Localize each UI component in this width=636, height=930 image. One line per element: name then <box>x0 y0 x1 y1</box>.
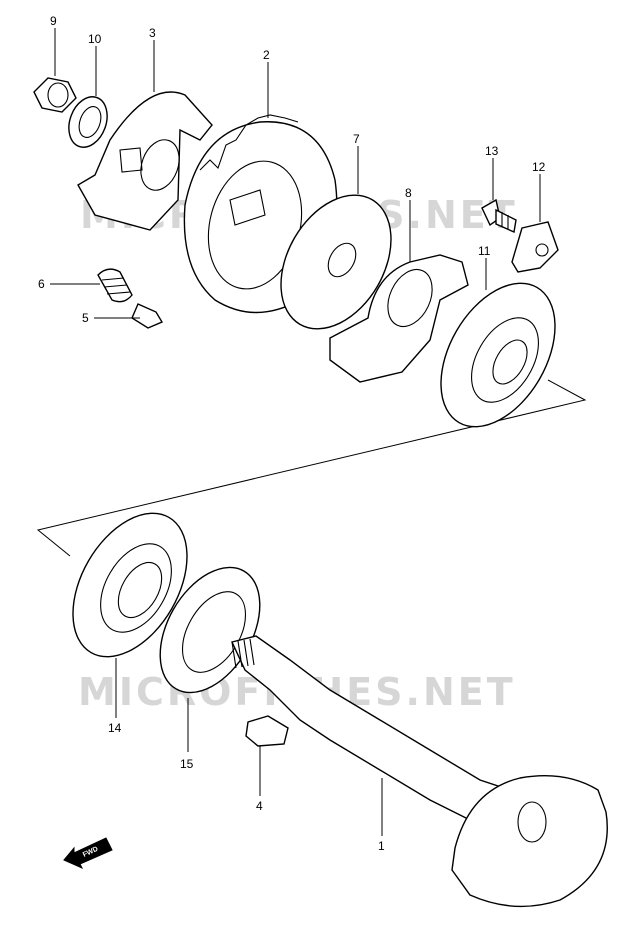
washer-part-10 <box>68 96 108 148</box>
nut-part-9 <box>33 77 77 113</box>
callout-6: 6 <box>38 277 45 291</box>
bracket-part-12 <box>511 221 559 273</box>
bearing-part-14 <box>72 512 188 658</box>
callout-8: 8 <box>405 186 412 200</box>
callout-10: 10 <box>88 32 102 46</box>
callout-3: 3 <box>149 26 156 40</box>
callout-14: 14 <box>108 721 122 735</box>
stopper-part-8 <box>329 254 469 383</box>
section-connector <box>36 379 587 557</box>
callout-2: 2 <box>263 48 270 62</box>
plate-part-7 <box>280 194 392 330</box>
pin-part-5 <box>131 303 164 329</box>
callout-1: 1 <box>378 839 385 853</box>
bearing-part-11 <box>440 282 556 428</box>
callout-4: 4 <box>256 799 263 813</box>
callout-9: 9 <box>50 14 57 28</box>
callout-12: 12 <box>532 160 546 174</box>
screw-part-13 <box>481 198 517 234</box>
callout-13: 13 <box>485 144 499 158</box>
callout-5: 5 <box>82 311 89 325</box>
cam-guide-part-3 <box>77 91 213 231</box>
spring-part-6 <box>97 268 133 303</box>
key-part-4 <box>245 715 289 747</box>
callout-11: 11 <box>478 244 491 258</box>
fwd-arrow-icon: FWD <box>63 837 113 870</box>
shaft-part-1 <box>231 635 608 908</box>
callout-15: 15 <box>180 757 194 771</box>
callout-7: 7 <box>353 132 360 146</box>
